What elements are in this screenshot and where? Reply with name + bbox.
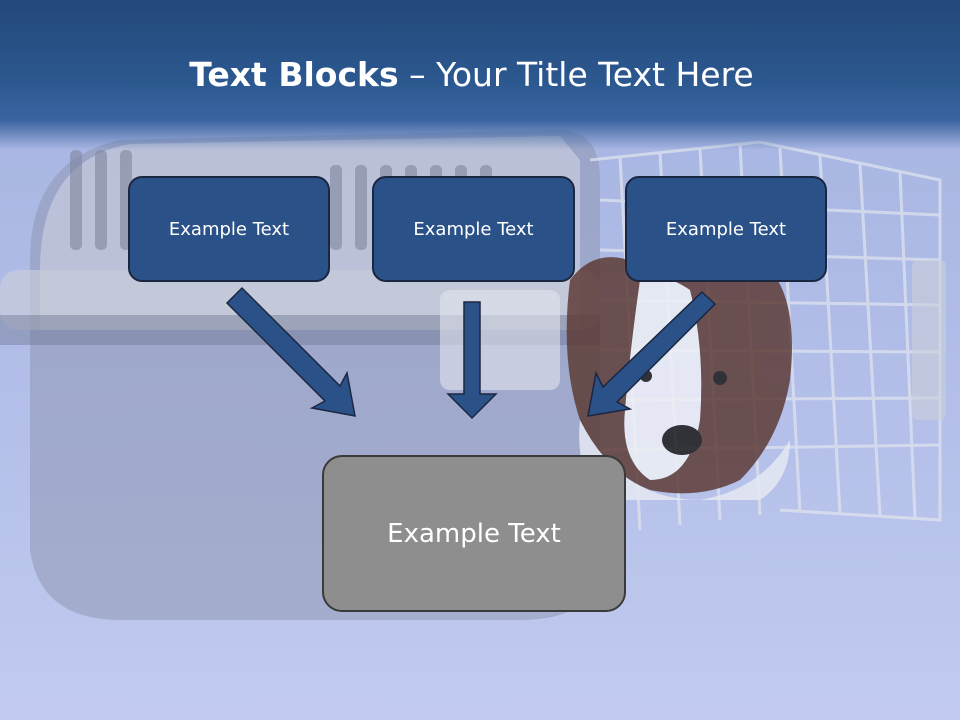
- arrow-center-icon: [446, 301, 498, 420]
- text-block-1-label: Example Text: [168, 218, 290, 240]
- text-block-3-label: Example Text: [665, 218, 787, 240]
- text-block-1[interactable]: Example Text: [128, 176, 330, 282]
- slide-title-bold: Text Blocks: [189, 55, 399, 94]
- slide-title: Text Blocks – Your Title Text Here: [0, 52, 943, 98]
- text-block-3[interactable]: Example Text: [625, 176, 827, 282]
- slide-title-rest: – Your Title Text Here: [398, 55, 754, 94]
- result-block[interactable]: Example Text: [322, 455, 626, 612]
- text-block-2-label: Example Text: [413, 218, 534, 240]
- arrow-left-icon: [225, 286, 356, 417]
- arrow-right-icon: [587, 290, 717, 417]
- text-block-2[interactable]: Example Text: [372, 176, 575, 282]
- title-bar: [0, 0, 960, 150]
- result-block-label: Example Text: [387, 518, 561, 549]
